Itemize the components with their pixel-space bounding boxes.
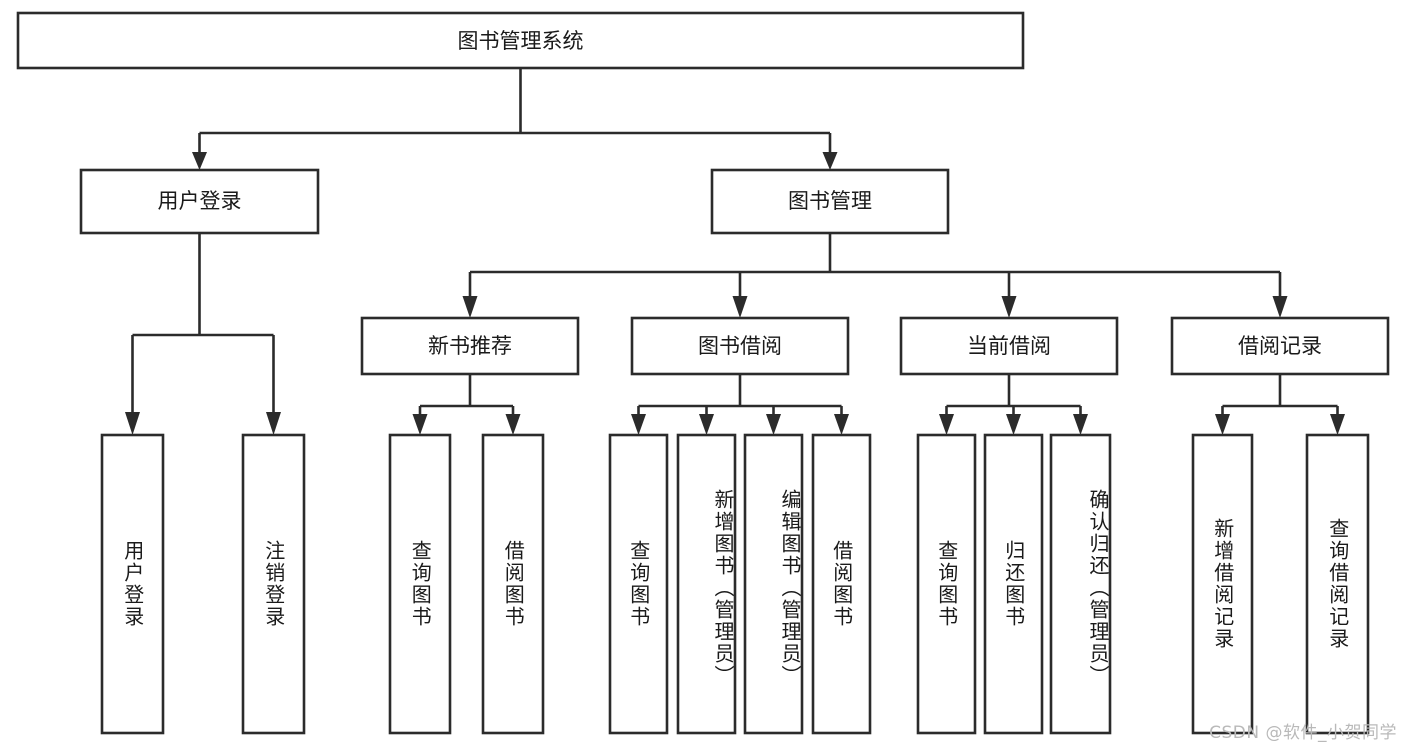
- node-borrow-record-box[interactable]: [1170, 316, 1390, 376]
- connector-group-book-borrow-to-leaves: [631, 374, 849, 435]
- node-book-management[interactable]: 图书管理: [710, 168, 950, 235]
- connector-group-current-borrow-to-leaves: [939, 374, 1088, 435]
- csdn-watermark: CSDN @软件_小贺同学: [1209, 723, 1397, 743]
- connector-group-book-mgmt-to-level3: [462, 233, 1288, 318]
- arrow-nbr-child1: [412, 414, 428, 435]
- arrow-bb-child2: [699, 414, 714, 435]
- leaf-box-borrow-book-nbr[interactable]: [481, 433, 545, 735]
- connector-group-borrow-record-to-leaves: [1215, 374, 1345, 435]
- node-new-book-recommend-label: 新书推荐: [428, 334, 512, 358]
- arrow-bb-child4: [834, 414, 849, 435]
- leaf-box-user-login[interactable]: [100, 433, 165, 735]
- leaf-box-edit-book-admin[interactable]: [743, 433, 804, 735]
- arrow-to-current-borrow: [1001, 296, 1017, 318]
- node-book-management-label: 图书管理: [788, 189, 872, 213]
- leaf-box-query-book-bb[interactable]: [608, 433, 669, 735]
- node-new-book-recommend[interactable]: 新书推荐: [360, 316, 580, 376]
- leaf-box-logout-login[interactable]: [241, 433, 306, 735]
- node-book-borrow-box[interactable]: [630, 316, 850, 376]
- node-current-borrow[interactable]: 当前借阅: [899, 316, 1119, 376]
- connector-group-root-to-level2: [192, 68, 838, 170]
- node-book-borrow[interactable]: 图书借阅: [630, 316, 850, 376]
- node-current-borrow-box[interactable]: [899, 316, 1119, 376]
- arrow-cb-child1: [939, 414, 954, 435]
- node-root-system-box[interactable]: [16, 11, 1025, 70]
- arrow-user-login-left: [125, 412, 140, 435]
- leaf-box-confirm-return-admin[interactable]: [1049, 433, 1112, 735]
- leaf-box-query-book-cb[interactable]: [916, 433, 977, 735]
- arrow-to-book-borrow: [732, 296, 748, 318]
- arrow-root-to-book-mgmt: [822, 152, 838, 170]
- arrow-user-login-right: [266, 412, 281, 435]
- node-user-login-label: 用户登录: [158, 189, 242, 213]
- node-borrow-record[interactable]: 借阅记录: [1170, 316, 1390, 376]
- leaf-box-query-book-nbr[interactable]: [388, 433, 452, 735]
- node-book-management-box[interactable]: [710, 168, 950, 235]
- arrow-to-borrow-record: [1272, 296, 1288, 318]
- leaf-box-return-book[interactable]: [983, 433, 1044, 735]
- node-user-login[interactable]: 用户登录: [79, 168, 320, 235]
- leaf-box-add-book-admin[interactable]: [676, 433, 737, 735]
- leaf-box-add-borrow-record[interactable]: [1191, 433, 1254, 735]
- arrow-nbr-child2: [505, 414, 521, 435]
- node-borrow-record-label: 借阅记录: [1238, 334, 1322, 358]
- arrow-root-to-user-login: [192, 152, 207, 170]
- arrow-bb-child1: [631, 414, 646, 435]
- node-current-borrow-label: 当前借阅: [967, 334, 1051, 358]
- arrow-cb-child3: [1073, 414, 1088, 435]
- arrow-cb-child2: [1006, 414, 1021, 435]
- connector-group-new-book-rec-to-leaves: [412, 374, 521, 435]
- node-root-system-label: 图书管理系统: [458, 29, 584, 53]
- node-user-login-box[interactable]: [79, 168, 320, 235]
- leaf-box-query-borrow-record[interactable]: [1305, 433, 1370, 735]
- connector-group-user-login-to-leaves: [125, 233, 281, 435]
- node-new-book-recommend-box[interactable]: [360, 316, 580, 376]
- arrow-bb-child3: [766, 414, 781, 435]
- arrow-to-new-book-rec: [462, 296, 478, 318]
- leaf-box-borrow-book-bb[interactable]: [811, 433, 872, 735]
- node-root-system[interactable]: 图书管理系统: [16, 11, 1025, 70]
- arrow-br-child2: [1330, 414, 1345, 435]
- leaf-boxes-group: [100, 433, 1370, 735]
- node-book-borrow-label: 图书借阅: [698, 334, 782, 358]
- arrow-br-child1: [1215, 414, 1230, 435]
